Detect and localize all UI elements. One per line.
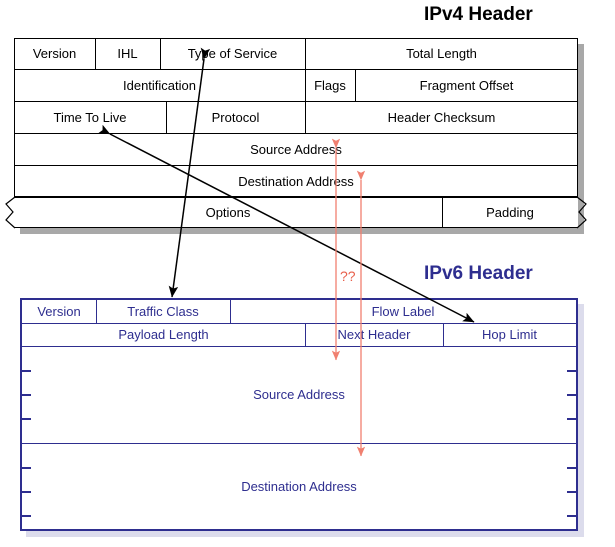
ipv4-field-destination-address: Destination Address [238, 173, 354, 189]
ipv6-dest-tick-right-2 [567, 491, 576, 493]
ipv4-field-padding: Padding [486, 205, 534, 220]
ipv6-row-divider-2 [22, 346, 576, 347]
question-mark-annotation: ?? [340, 268, 356, 284]
ipv4-divider-version-ihl [95, 38, 96, 69]
ipv4-field-identification: Identification [123, 77, 196, 93]
ipv6-row-divider-1 [22, 323, 576, 324]
ipv4-field-ihl: IHL [117, 46, 138, 61]
ipv6-field-payload-length: Payload Length [118, 327, 209, 342]
ipv6-dest-tick-left-2 [22, 491, 31, 493]
ipv6-field-traffic-class: Traffic Class [127, 304, 199, 319]
ipv6-divider-nextheader-hoplimit [443, 323, 444, 346]
ipv4-divider-ttl-protocol [166, 101, 167, 133]
ipv6-source-tick-left-2 [22, 394, 31, 396]
ipv4-field-header-checksum: Header Checksum [387, 109, 496, 125]
ipv6-divider-payloadlength-nextheader [305, 323, 306, 346]
ipv4-field-options: Options [205, 205, 251, 220]
ipv6-source-tick-left-1 [22, 370, 31, 372]
ipv6-source-tick-right-2 [567, 394, 576, 396]
ipv6-field-next-header: Next Header [337, 327, 411, 342]
ipv6-header-table: Version Traffic Class Flow Label Payload… [20, 298, 578, 531]
ipv4-header-title: IPv4 Header [424, 4, 533, 25]
ipv6-field-version: Version [37, 304, 81, 319]
ipv6-dest-tick-right-1 [567, 467, 576, 469]
ipv6-field-flow-label: Flow Label [371, 304, 435, 319]
ipv6-source-tick-right-3 [567, 418, 576, 420]
ipv6-field-source-address: Source Address [253, 387, 345, 402]
ipv4-divider-ident-flags [305, 69, 306, 101]
ipv4-field-type-of-service: Type of Service [187, 46, 278, 61]
ipv4-options-row: Options Padding [5, 196, 587, 229]
ipv6-field-hop-limit: Hop Limit [482, 327, 537, 342]
ipv4-field-time-to-live: Time To Live [53, 109, 127, 125]
ipv6-table-body [20, 298, 578, 531]
ipv4-row-divider-1 [14, 69, 578, 70]
ipv4-options-torn-right-edge [577, 196, 587, 229]
ipv4-field-protocol: Protocol [211, 109, 260, 125]
ipv6-source-tick-right-1 [567, 370, 576, 372]
ipv4-divider-tos-totallength [305, 38, 306, 69]
ipv6-dest-tick-right-3 [567, 515, 576, 517]
ipv4-divider-flags-fragoffset [355, 69, 356, 101]
ipv4-divider-protocol-checksum [305, 101, 306, 133]
ipv4-header-table: Version IHL Type of Service Total Length… [5, 38, 587, 229]
ipv6-header-title: IPv6 Header [424, 263, 533, 284]
ipv6-divider-version-trafficclass [96, 300, 97, 323]
ipv4-row-divider-2 [14, 101, 578, 102]
ipv4-field-flags: Flags [314, 77, 346, 93]
ipv4-field-total-length: Total Length [406, 46, 477, 61]
ipv4-field-version: Version [32, 46, 77, 61]
ipv6-dest-tick-left-3 [22, 515, 31, 517]
ipv6-row-divider-3 [22, 443, 576, 444]
ipv4-field-source-address: Source Address [250, 141, 342, 157]
ipv6-dest-tick-left-1 [22, 467, 31, 469]
ipv6-field-destination-address: Destination Address [241, 478, 357, 494]
ipv6-source-tick-left-3 [22, 418, 31, 420]
ipv4-field-fragment-offset: Fragment Offset [419, 77, 514, 93]
ipv4-options-torn-left-edge [5, 196, 16, 229]
ipv4-divider-ihl-tos [160, 38, 161, 69]
